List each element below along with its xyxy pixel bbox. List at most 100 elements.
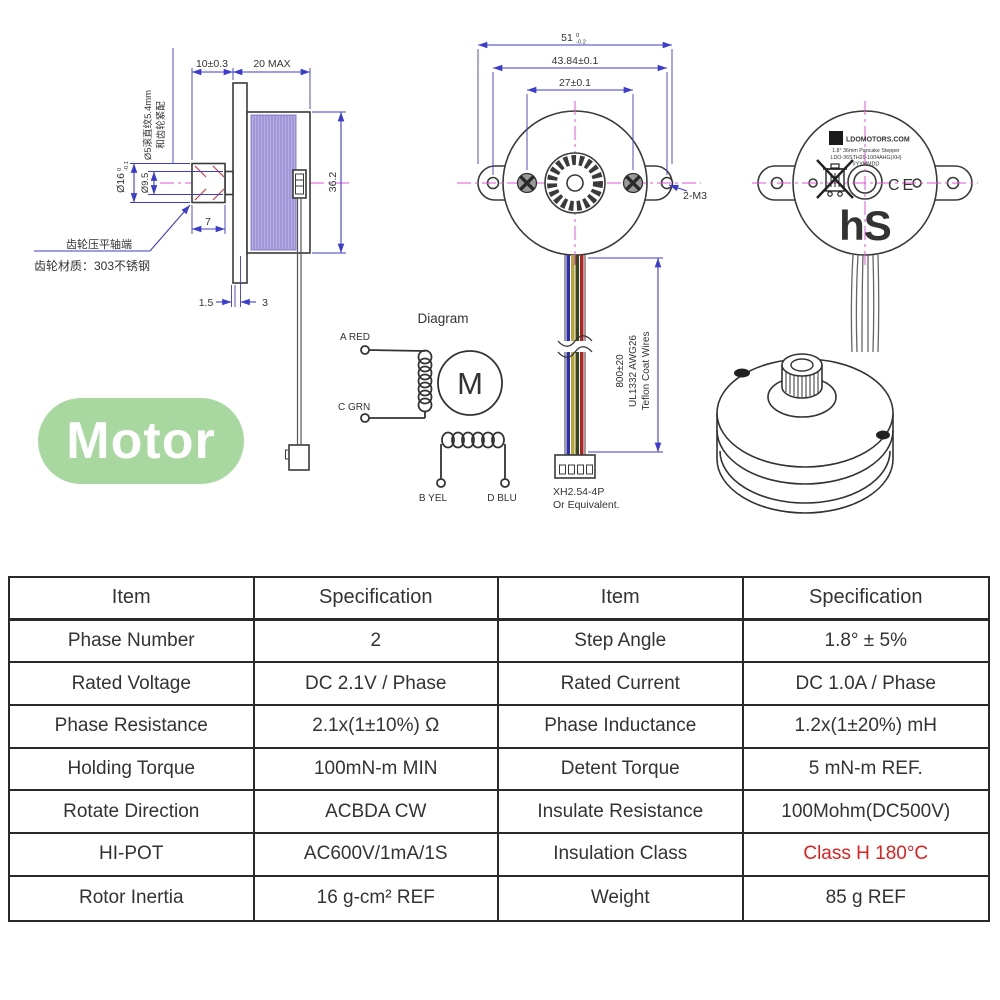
table-cell: Step Angle [499, 620, 744, 664]
table-cell: Rotate Direction [10, 791, 255, 835]
svg-text:和齿轮紧配: 和齿轮紧配 [155, 101, 167, 149]
svg-text:Ø16: Ø16 [115, 173, 127, 193]
wire-bundle [557, 255, 593, 455]
svg-text:Teflon Coat Wires: Teflon Coat Wires [641, 332, 652, 411]
wire-break [557, 341, 593, 352]
side-view-drawing: 10±0.3 20 MAX 36.2 Ø16 0 -0.1 [34, 48, 352, 471]
table-cell: 100mN-m MIN [254, 748, 499, 792]
coil-bd [436, 431, 510, 488]
ear-hole-3d-right [876, 430, 890, 440]
table-cell: Insulate Resistance [499, 791, 744, 835]
svg-text:#YYMMDD: #YYMMDD [853, 162, 880, 168]
svg-text:齿轮材质：303不锈钢: 齿轮材质：303不锈钢 [34, 259, 150, 273]
terminal-c-label: C GRN [338, 402, 370, 413]
dim-screw-spacing: 27±0.1 [526, 77, 634, 170]
table-cell: DC 2.1V / Phase [254, 663, 499, 707]
table-cell: 100Mohm(DC500V) [743, 791, 988, 835]
motor-badge: Motor [38, 398, 244, 484]
table-cell: 2 [254, 620, 499, 664]
motor-badge-label: Motor [66, 412, 216, 470]
shaft-knurl-note: Ø5滚直纹5.4mm 和齿轮紧配 [142, 48, 174, 163]
dim-gear-diameter: Ø16 0 -0.1 [115, 161, 190, 203]
dim-body-length: 20 MAX [233, 58, 311, 109]
table-cell: Holding Torque [10, 748, 255, 792]
dim-body-diameter: 36.2 [312, 111, 346, 254]
terminal-a-label: A RED [340, 332, 370, 343]
gear-shaft [191, 162, 234, 204]
connector-label: XH2.54-4P [553, 486, 604, 498]
table-cell: AC600V/1mA/1S [254, 834, 499, 877]
coil-ac [360, 345, 433, 423]
table-cell: 16 g-cm² REF [255, 876, 499, 920]
svg-text:1.8° 36mm Pancake Stepper: 1.8° 36mm Pancake Stepper [832, 148, 900, 154]
table-header-cell: Specification [743, 578, 988, 621]
rear-wires [850, 254, 880, 353]
svg-text:Ø9.5: Ø9.5 [140, 173, 151, 194]
weee-icon [816, 159, 854, 199]
rear-view-drawing: LDOMOTORS.COM 1.8° 36mm Pancake Stepper … [752, 101, 978, 353]
svg-text:齿轮压平轴端: 齿轮压平轴端 [66, 237, 132, 251]
table-cell: Phase Resistance [10, 706, 255, 749]
dim-overall-width: 51 0 -0.2 [477, 32, 673, 164]
svg-text:-0.1: -0.1 [124, 161, 130, 171]
table-header-cell: Item [499, 578, 744, 621]
diagram-title: Diagram [417, 311, 468, 326]
svg-text:1.5: 1.5 [199, 297, 214, 309]
gear-front [544, 152, 606, 214]
table-cell-highlight: Class H 180°C [743, 834, 988, 877]
svg-text:2-M3: 2-M3 [683, 190, 707, 202]
table-header-cell: Specification [254, 578, 499, 621]
svg-text:10±0.3: 10±0.3 [196, 58, 228, 70]
table-cell: ACBDA CW [254, 791, 499, 835]
terminal-b-label: B YEL [419, 493, 448, 504]
qr-icon [829, 131, 843, 145]
wiring-diagram: Diagram A RED C GRN M B Y [338, 311, 517, 504]
table-cell: Phase Number [10, 620, 255, 664]
terminal-d-label: D BLU [487, 493, 516, 504]
dim-neck-diameter: Ø9.5 [140, 171, 223, 195]
wire-connector: XH2.54-4P Or Equivalent. [553, 454, 620, 511]
table-cell: Phase Inductance [499, 706, 744, 749]
wire-length-dim: 800±20 UL1332 AWG26 Teflon Coat Wires [588, 257, 663, 453]
table-cell: Detent Torque [499, 748, 744, 792]
table-cell: HI-POT [10, 834, 255, 877]
motor-flange [232, 82, 248, 284]
side-wire-exit [285, 169, 310, 471]
front-view-drawing: 51 0 -0.2 43.84±0.1 27±0.1 2-M3 [457, 32, 707, 511]
table-header-cell: Item [10, 578, 255, 621]
connector-note: Or Equivalent. [553, 499, 620, 511]
spec-table: Item Specification Item Specification Ph… [8, 576, 990, 922]
table-cell: Rotor Inertia [10, 876, 255, 920]
gear-3d [781, 353, 823, 399]
table-cell: Insulation Class [499, 834, 744, 877]
svg-text:27±0.1: 27±0.1 [559, 77, 591, 89]
svg-text:LDO-36STH20-1004AHG(XH): LDO-36STH20-1004AHG(XH) [831, 155, 902, 161]
svg-text:800±20: 800±20 [615, 354, 626, 388]
brand-url: LDOMOTORS.COM [846, 137, 910, 144]
svg-text:3: 3 [262, 297, 268, 309]
product-label: LDOMOTORS.COM 1.8° 36mm Pancake Stepper … [829, 131, 910, 168]
table-cell: Rated Voltage [10, 663, 255, 707]
svg-text:-0.2: -0.2 [576, 40, 586, 46]
ear-hole-3d-left [734, 368, 750, 378]
motor-symbol: M [437, 350, 503, 416]
table-cell: Rated Current [499, 663, 744, 707]
motor-winding [250, 114, 297, 251]
gear-shaft-note: 齿轮压平轴端 齿轮材质：303不锈钢 [34, 204, 191, 273]
ce-mark: CE [888, 177, 916, 194]
svg-text:0: 0 [576, 33, 579, 39]
dim-shaft-length: 10±0.3 [191, 58, 234, 160]
svg-text:20 MAX: 20 MAX [253, 58, 290, 70]
table-cell: 85 g REF [825, 887, 906, 909]
screw-callout: 2-M3 [668, 184, 707, 202]
table-cell: 1.8° ± 5% [743, 621, 988, 664]
svg-text:Ø5滚直纹5.4mm: Ø5滚直纹5.4mm [142, 90, 154, 160]
screw-right [622, 172, 644, 194]
svg-text:M: M [457, 366, 483, 401]
svg-text:7: 7 [205, 216, 211, 228]
table-cell: 5 mN-m REF. [743, 749, 988, 792]
screw-left [516, 172, 538, 194]
table-cell: DC 1.0A / Phase [743, 663, 988, 707]
svg-text:43.84±0.1: 43.84±0.1 [552, 55, 599, 67]
